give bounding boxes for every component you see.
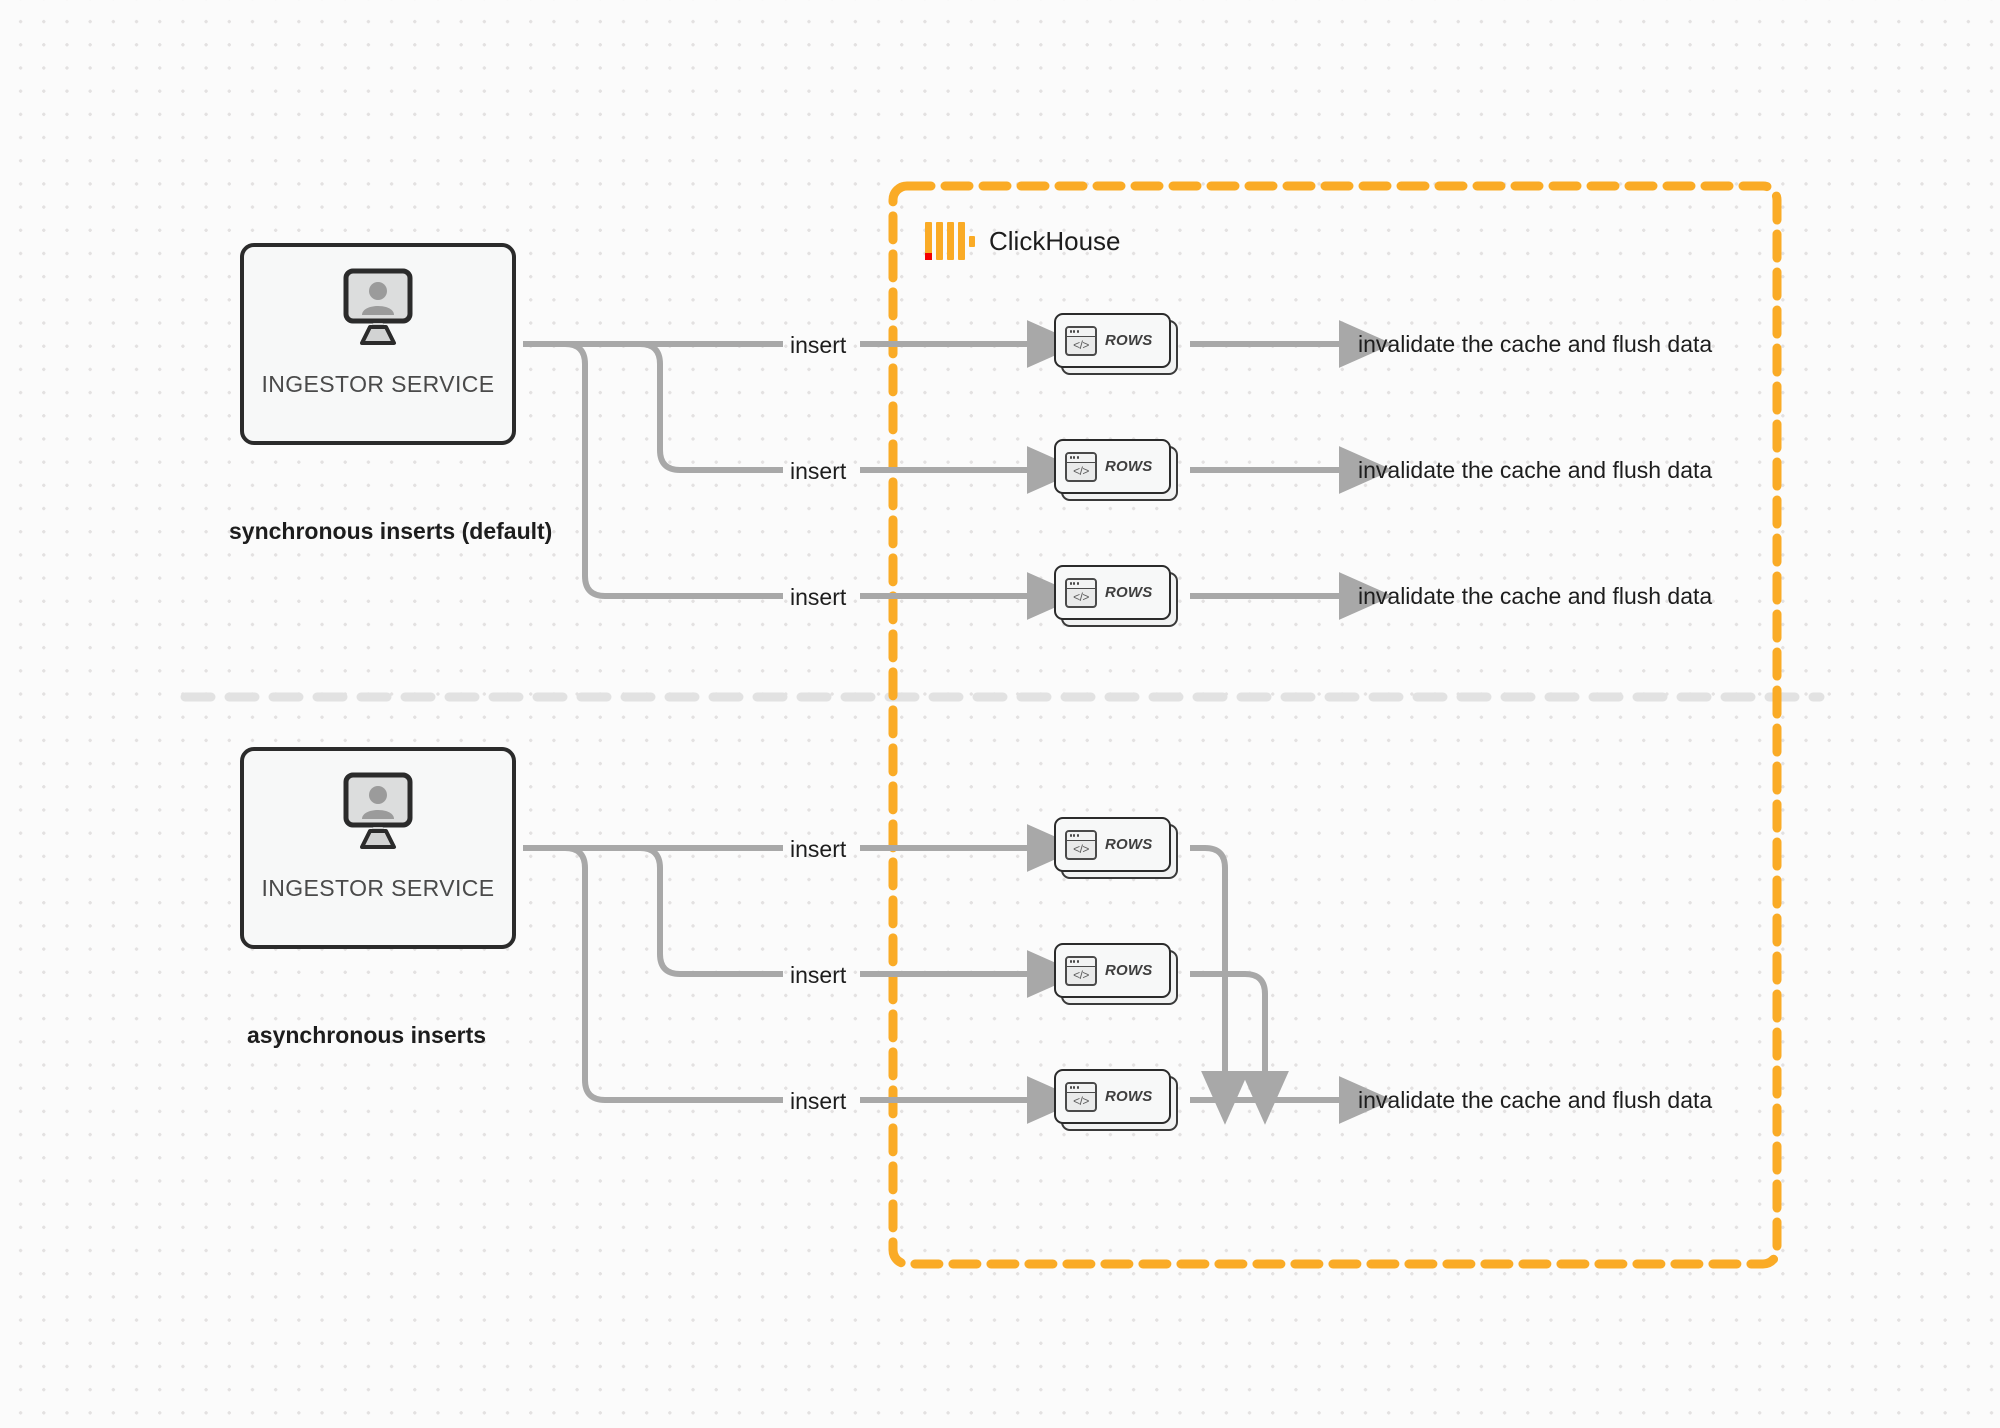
rows-node-async-2[interactable]: </> ROWS [1054,943,1178,1005]
rows-label: ROWS [1105,584,1153,601]
rows-node-async-3[interactable]: </> ROWS [1054,1069,1178,1131]
code-window-icon: </> [1065,325,1097,356]
rows-node-sync-2[interactable]: </> ROWS [1054,439,1178,501]
result-label-sync-1: invalidate the cache and flush data [1358,331,1713,357]
async-merge-edges [1190,845,1393,1125]
code-window-icon: </> [1065,829,1097,860]
edge-label-insert-sync-1: insert [790,332,847,358]
clickhouse-title: ClickHouse [989,225,1121,256]
result-label-sync-2: invalidate the cache and flush data [1358,457,1713,483]
async-fanout-row2 [523,845,783,977]
sync-fanout-row3 [523,341,783,599]
edge-label-insert-async-3: insert [790,1088,847,1114]
card-front: </> ROWS [1054,1069,1171,1124]
result-label-sync-3: invalidate the cache and flush data [1358,583,1713,609]
edge-label-insert-sync-3: insert [790,584,847,610]
rows-label: ROWS [1105,1088,1153,1105]
clickhouse-header: ClickHouse [925,222,1121,260]
async-merge-from-row1 [1190,845,1249,1125]
sync-insert-arrows [860,320,1081,620]
rows-label: ROWS [1105,332,1153,349]
ingestor-service-asynchronous[interactable]: INGESTOR SERVICE [240,747,516,949]
result-label-async: invalidate the cache and flush data [1358,1087,1713,1113]
card-front: </> ROWS [1054,439,1171,494]
edge-label-insert-async-1: insert [790,836,847,862]
monitor-user-icon [343,772,413,849]
card-front: </> ROWS [1054,943,1171,998]
code-window-icon: </> [1065,451,1097,482]
code-window-icon: </> [1065,577,1097,608]
edge-label-insert-sync-2: insert [790,458,847,484]
rows-node-sync-3[interactable]: </> ROWS [1054,565,1178,627]
sync-result-arrows [1190,320,1393,620]
rows-label: ROWS [1105,836,1153,853]
clickhouse-logo-icon [925,222,975,260]
monitor-user-icon [343,268,413,345]
rows-label: ROWS [1105,962,1153,979]
rows-node-async-1[interactable]: </> ROWS [1054,817,1178,879]
card-front: </> ROWS [1054,817,1171,872]
async-merge-from-row2 [1190,971,1289,1125]
ingestor-service-synchronous[interactable]: INGESTOR SERVICE [240,243,516,445]
section-caption-asynchronous: asynchronous inserts [247,1022,487,1048]
rows-label: ROWS [1105,458,1153,475]
async-insert-arrows [860,824,1081,1124]
async-fanout-edges [523,845,783,1103]
code-window-icon: </> [1065,955,1097,986]
edge-label-insert-async-2: insert [790,962,847,988]
service-label: INGESTOR SERVICE [261,371,495,397]
card-front: </> ROWS [1054,565,1171,620]
sync-fanout-edges [523,341,783,599]
section-caption-synchronous: synchronous inserts (default) [229,518,553,544]
async-fanout-row3 [523,845,783,1103]
rows-node-sync-1[interactable]: </> ROWS [1054,313,1178,375]
code-window-icon: </> [1065,1081,1097,1112]
card-front: </> ROWS [1054,313,1171,368]
sync-fanout-row2 [523,341,783,473]
service-label: INGESTOR SERVICE [261,875,495,901]
